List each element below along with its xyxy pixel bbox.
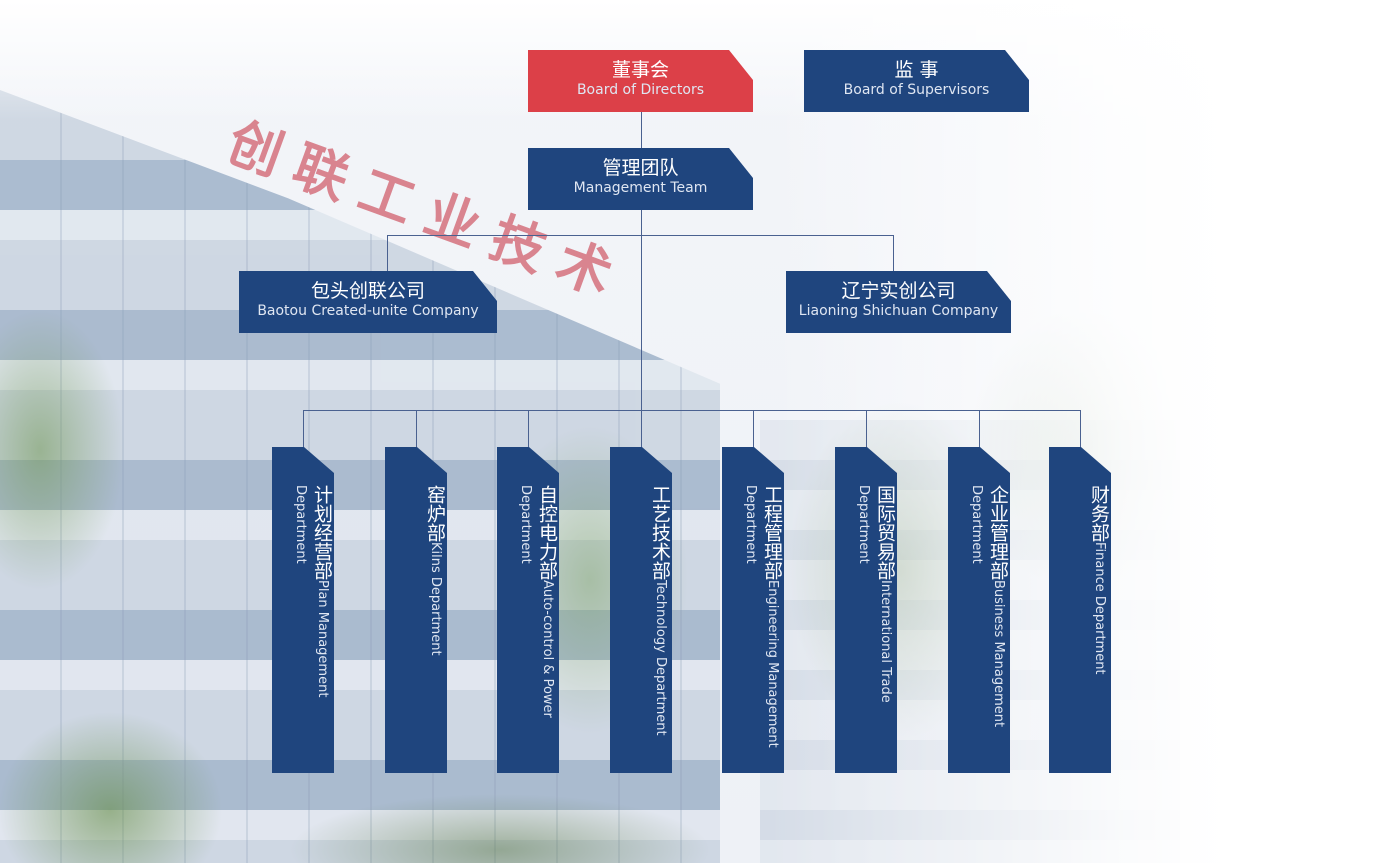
label-cn: 计划经营部	[311, 485, 333, 580]
connector	[387, 235, 894, 236]
department-box: 国际贸易部International Trade Department	[835, 447, 897, 773]
label-cn: 国际贸易部	[874, 485, 896, 580]
department-box: 企业管理部Business Management Department	[948, 447, 1010, 773]
company-box-liaoning: 辽宁实创公司 Liaoning Shichuan Company	[786, 271, 1011, 333]
department-box: 工程管理部Engineering Management Department	[722, 447, 784, 773]
label-en: Liaoning Shichuan Company	[798, 303, 999, 319]
label-en: Board of Supervisors	[843, 82, 990, 98]
connector	[1080, 410, 1081, 448]
connector	[303, 410, 304, 448]
label-cn: 自控电力部	[536, 485, 558, 580]
connector	[753, 410, 754, 448]
department-box: 财务部Finance Department	[1049, 447, 1111, 773]
label-en: Management Team	[573, 180, 708, 196]
label-en: Finance Department	[1092, 542, 1107, 675]
label-en: Engineering Management Department	[743, 485, 780, 748]
label-cn: 工程管理部	[761, 485, 783, 580]
board-of-supervisors-box: 监 事 Board of Supervisors	[804, 50, 1029, 112]
label-cn: 监 事	[894, 59, 939, 81]
connector	[416, 410, 417, 448]
label-en: Board of Directors	[576, 82, 705, 98]
label-en: Kilns Department	[428, 542, 443, 656]
label-cn: 财务部	[1088, 485, 1110, 542]
connector	[303, 410, 1081, 411]
label-cn: 管理团队	[602, 157, 679, 179]
connector	[979, 410, 980, 448]
label-en: Auto-control & Power Department	[518, 485, 555, 718]
label-cn: 辽宁实创公司	[841, 280, 956, 302]
board-of-directors-box: 董事会 Board of Directors	[528, 50, 753, 112]
department-box: 自控电力部Auto-control & Power Department	[497, 447, 559, 773]
label-en: Business Management Department	[969, 485, 1006, 728]
label-cn: 包头创联公司	[310, 280, 425, 302]
label-en: International Trade Department	[856, 485, 893, 703]
management-team-box: 管理团队 Management Team	[528, 148, 753, 210]
label-en: Technology Department	[653, 580, 668, 736]
label-cn: 工艺技术部	[649, 485, 671, 580]
company-box-baotou: 包头创联公司 Baotou Created-unite Company	[239, 271, 497, 333]
label-en: Plan Management Department	[293, 485, 330, 698]
label-en: Baotou Created-unite Company	[257, 303, 479, 319]
label-cn: 企业管理部	[987, 485, 1009, 580]
connector	[641, 112, 642, 448]
label-cn: 窑炉部	[424, 485, 446, 542]
department-box: 工艺技术部Technology Department	[610, 447, 672, 773]
label-cn: 董事会	[611, 59, 669, 81]
connector	[866, 410, 867, 448]
department-box: 窑炉部Kilns Department	[385, 447, 447, 773]
connector	[387, 235, 388, 272]
connector	[528, 410, 529, 448]
connector	[893, 235, 894, 272]
department-box: 计划经营部Plan Management Department	[272, 447, 334, 773]
